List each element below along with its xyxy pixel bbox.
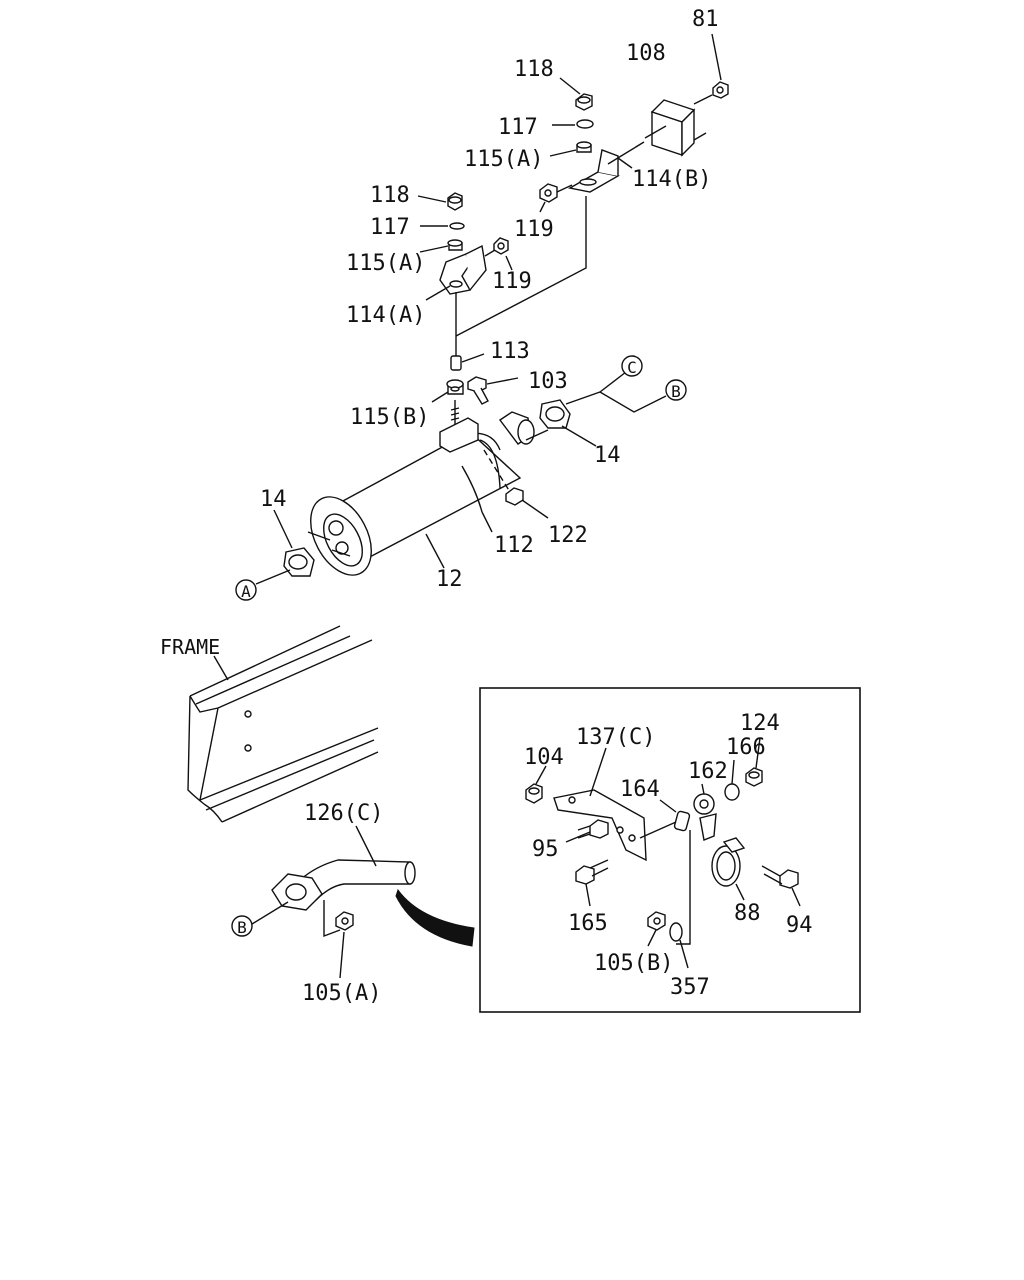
label-119: 119 <box>492 269 532 294</box>
part-112-band <box>461 465 483 513</box>
label-108: 108 <box>626 41 666 66</box>
label-114a: 114(A) <box>346 303 425 328</box>
label-122: 122 <box>548 523 588 548</box>
label-88: 88 <box>734 901 761 926</box>
part-88-clamp <box>711 837 746 887</box>
label-166: 166 <box>726 735 766 760</box>
label-118: 118 <box>370 183 410 208</box>
label-162: 162 <box>688 759 728 784</box>
part-119-nut-lower <box>493 237 509 255</box>
label-12: 12 <box>436 567 463 592</box>
part-118-nut-top <box>575 93 593 111</box>
muffler-assembly <box>255 371 667 585</box>
svg-text:B: B <box>671 382 681 401</box>
label-117: 117 <box>370 215 410 240</box>
label-124: 124 <box>740 711 780 736</box>
label-126c: 126(C) <box>304 801 383 826</box>
part-81-nut <box>712 81 729 99</box>
label-frame: FRAME <box>160 635 220 659</box>
part-114b-bracket <box>568 141 645 193</box>
svg-text:C: C <box>627 358 637 377</box>
part-115a-cushion-lower <box>447 239 463 251</box>
label-14: 14 <box>594 443 621 468</box>
part-126c-pipe <box>271 859 416 938</box>
part-103-bolt <box>467 376 489 405</box>
label-137c: 137(C) <box>576 725 655 750</box>
label-94: 94 <box>786 913 813 938</box>
label-14: 14 <box>260 487 287 512</box>
part-115b-cushion <box>446 379 464 395</box>
label-115a: 115(A) <box>464 147 543 172</box>
ref-circle-b-upper: B <box>665 379 687 401</box>
label-95: 95 <box>532 837 559 862</box>
part-122-nut <box>505 487 524 506</box>
ref-circle-c: C <box>621 355 643 377</box>
part-113-pin <box>450 355 462 371</box>
part-14-gasket-left <box>283 547 315 577</box>
part-164-sleeve <box>639 810 691 839</box>
ref-circle-a: A <box>235 579 257 601</box>
svg-text:B: B <box>237 918 247 937</box>
label-104: 104 <box>524 745 564 770</box>
label-112: 112 <box>494 533 534 558</box>
label-105a: 105(A) <box>302 981 381 1006</box>
label-114b: 114(B) <box>632 167 711 192</box>
label-357: 357 <box>670 975 710 1000</box>
part-115a-cushion-top <box>576 141 592 153</box>
label-119: 119 <box>514 217 554 242</box>
part-114a-bracket <box>439 244 487 295</box>
detail-callout-arrow <box>395 888 475 947</box>
label-103: 103 <box>528 369 568 394</box>
frame-rail <box>187 625 379 823</box>
part-104-nut <box>525 783 543 804</box>
part-124-nut <box>745 767 763 787</box>
hanger-bracket-assembly <box>417 33 729 371</box>
label-165: 165 <box>568 911 608 936</box>
part-162-bushing <box>693 793 715 815</box>
label-113: 113 <box>490 339 530 364</box>
part-117-washer-top <box>576 119 594 129</box>
part-14-gasket-right <box>539 399 571 429</box>
part-119-nut-upper <box>539 183 558 203</box>
svg-text:A: A <box>241 582 251 601</box>
part-95-bolt <box>577 819 609 839</box>
part-105b-nut <box>647 911 666 931</box>
label-105b: 105(B) <box>594 951 673 976</box>
part-357-washer <box>669 922 683 942</box>
part-165-bolt <box>575 859 609 885</box>
part-12-muffler-body <box>307 411 549 576</box>
part-108-block <box>644 94 713 157</box>
label-115b: 115(B) <box>350 405 429 430</box>
part-105a-nut <box>335 911 354 931</box>
label-118: 118 <box>514 57 554 82</box>
label-81: 81 <box>692 7 719 32</box>
label-115a: 115(A) <box>346 251 425 276</box>
detail-parts <box>525 737 801 969</box>
part-166-washer <box>724 783 740 801</box>
ref-circle-b-lower: B <box>231 915 253 937</box>
part-labels: 81 108 118 117 115(A) 114(B) 119 118 117… <box>160 7 813 1006</box>
part-118-nut-lower <box>447 192 463 211</box>
detail-inset-box <box>479 687 861 1013</box>
label-164: 164 <box>620 777 660 802</box>
part-94-bolt <box>761 865 799 889</box>
part-117-washer-lower <box>449 222 465 230</box>
part-137c-bracket <box>553 789 647 862</box>
label-117: 117 <box>498 115 538 140</box>
